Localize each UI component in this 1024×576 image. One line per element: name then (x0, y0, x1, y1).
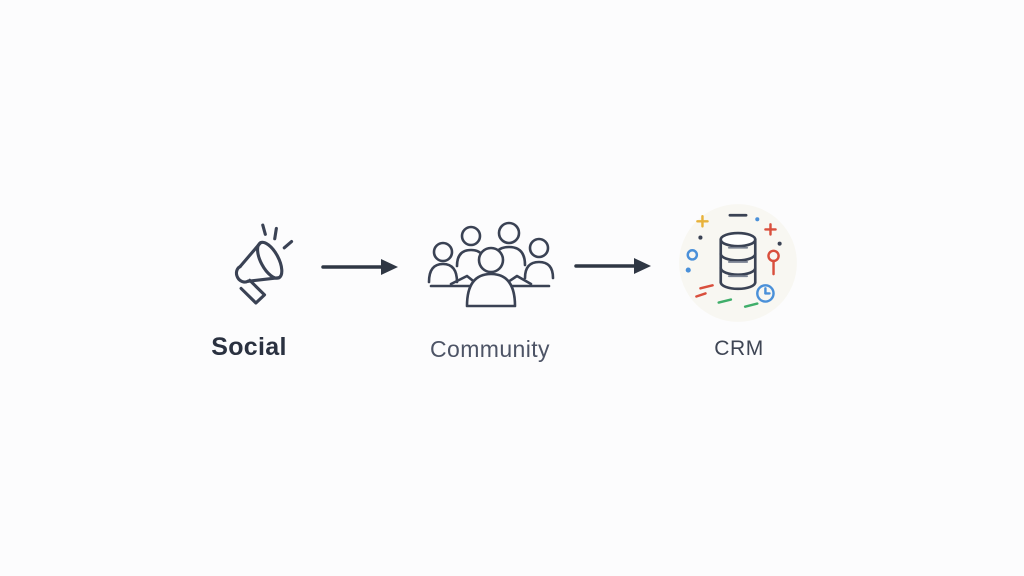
node-label-community: Community (430, 336, 550, 362)
megaphone-icon (203, 214, 307, 318)
node-label-crm: CRM (714, 337, 764, 360)
arrow-right-icon (574, 254, 652, 278)
people-group-icon (415, 206, 565, 324)
arrow-right-icon (321, 255, 399, 279)
crm-database-icon (672, 199, 804, 331)
node-label-social: Social (211, 333, 287, 361)
